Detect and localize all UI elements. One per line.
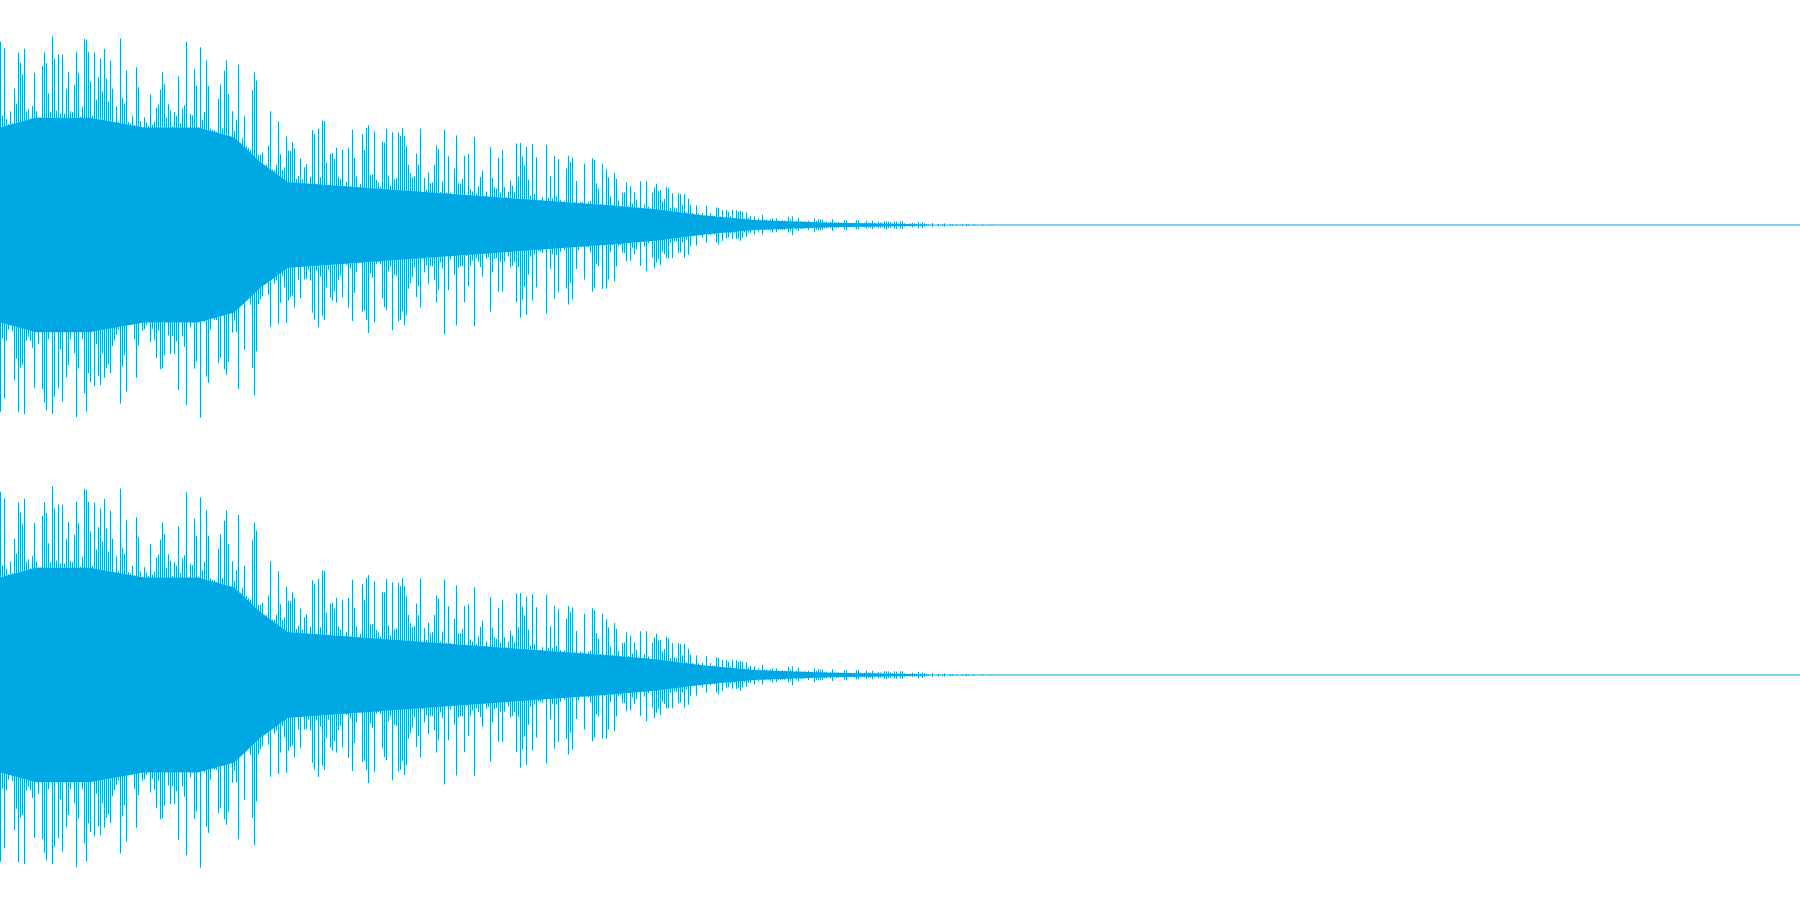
channel-1-peak-lines (0, 36, 995, 418)
channel-1-waveform (0, 36, 1800, 418)
channel-2-peak-lines (0, 486, 995, 868)
channel-2-waveform (0, 486, 1800, 868)
